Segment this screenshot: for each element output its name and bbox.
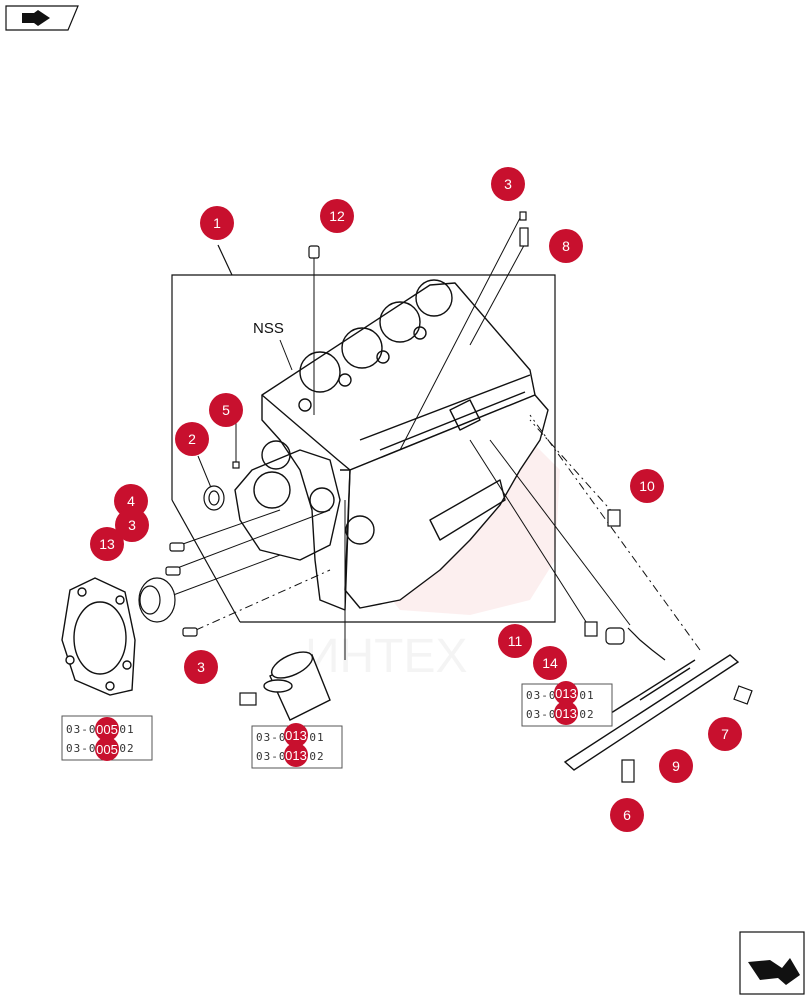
callout-6[interactable]: 6 xyxy=(610,798,644,832)
callout-number: 3 xyxy=(197,659,205,675)
ref-box-left[interactable]: 03-005-01 03-005-02 005 005 xyxy=(61,715,153,761)
ref-box-right[interactable]: 03-013-01 03-013-02 013 013 xyxy=(521,681,613,727)
callout-number: 3 xyxy=(504,176,512,192)
callout-number: 7 xyxy=(721,726,729,742)
callout-number: 14 xyxy=(542,655,558,671)
arrow-right-icon xyxy=(748,958,800,985)
callout-number: 11 xyxy=(508,633,523,649)
rear-cover-gasket xyxy=(61,577,136,696)
callout-2[interactable]: 2 xyxy=(175,422,209,456)
callout-number: 8 xyxy=(562,238,570,254)
callout-7[interactable]: 7 xyxy=(708,717,742,751)
callout-number: 1 xyxy=(213,215,221,231)
small-parts xyxy=(138,211,753,783)
callout-number: 3 xyxy=(128,517,136,533)
callout-3[interactable]: 3 xyxy=(491,167,525,201)
prev-page-button[interactable] xyxy=(5,5,79,31)
callout-number: 6 xyxy=(623,807,631,823)
callout-11[interactable]: 11 xyxy=(498,624,532,658)
oil-filter xyxy=(263,651,331,721)
svg-text:NSS: NSS xyxy=(253,320,284,337)
leader-lines xyxy=(159,217,701,660)
callout-number: 5 xyxy=(222,402,230,418)
arrow-right-icon xyxy=(22,10,50,26)
callout-number: 4 xyxy=(127,493,135,509)
callout-3[interactable]: 3 xyxy=(115,508,149,542)
callout-number: 2 xyxy=(188,431,196,447)
svg-text:ИНТЕХ: ИНТЕХ xyxy=(305,630,468,683)
svg-text:013: 013 xyxy=(285,728,307,743)
cylinder-block xyxy=(234,279,549,611)
svg-text:013: 013 xyxy=(555,706,577,721)
assembly-frame xyxy=(171,244,556,623)
callout-10[interactable]: 10 xyxy=(630,469,664,503)
svg-text:013: 013 xyxy=(285,748,307,763)
callout-number: 12 xyxy=(329,208,345,224)
callout-9[interactable]: 9 xyxy=(659,749,693,783)
next-page-button[interactable] xyxy=(739,931,805,995)
nss-label: NSS xyxy=(253,320,293,371)
callout-3[interactable]: 3 xyxy=(184,650,218,684)
callout-4[interactable]: 4 xyxy=(114,484,148,518)
callout-13[interactable]: 13 xyxy=(90,527,124,561)
callout-5[interactable]: 5 xyxy=(209,393,243,427)
ref-box-center[interactable]: 03-013-01 03-013-02 013 013 xyxy=(251,723,343,769)
callout-8[interactable]: 8 xyxy=(549,229,583,263)
callout-1[interactable]: 1 xyxy=(200,206,234,240)
callout-number: 9 xyxy=(672,758,680,774)
side-plate xyxy=(563,654,740,771)
callout-layer: 1 12 3 8 5 2 4 3 13 3 10 11 14 7 9 6 xyxy=(90,167,742,832)
callout-12[interactable]: 12 xyxy=(320,199,354,233)
svg-text:013: 013 xyxy=(555,686,577,701)
callout-number: 13 xyxy=(99,536,115,552)
svg-text:005: 005 xyxy=(96,722,118,737)
callout-14[interactable]: 14 xyxy=(533,646,567,680)
callout-number: 10 xyxy=(639,478,655,494)
svg-text:005: 005 xyxy=(96,742,118,757)
